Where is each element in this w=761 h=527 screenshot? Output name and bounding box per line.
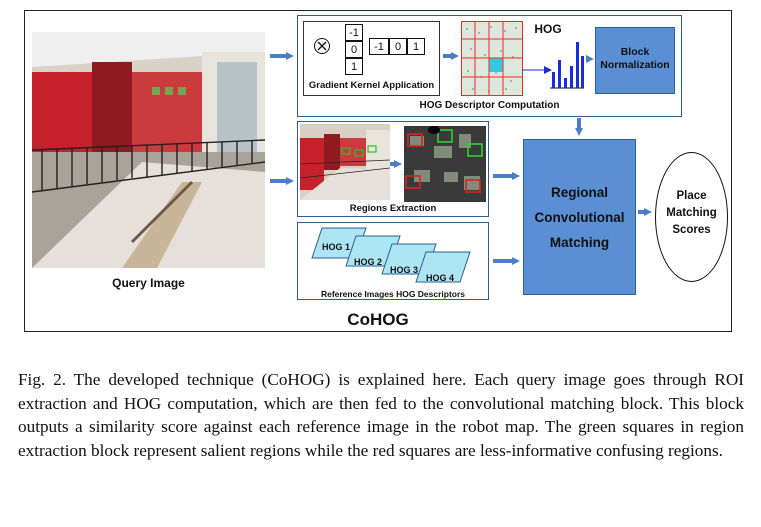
place-matching-ellipse: [655, 152, 728, 282]
reference-descriptors-label: Reference Images HOG Descriptors: [320, 289, 466, 299]
regional-matching-label: Regional Convolutional Matching: [534, 185, 625, 250]
kernel-v-2: 1: [345, 58, 363, 75]
hog-label: HOG: [534, 22, 562, 36]
hog-card-3: HOG 3: [390, 265, 419, 275]
hog-section-label: HOG Descriptor Computation: [419, 100, 560, 111]
regions-hog-thumb: [404, 126, 486, 202]
kernel-v-1: 0: [345, 41, 363, 58]
hog-grid-image: [461, 21, 523, 96]
kernel-v-0: -1: [345, 24, 363, 41]
query-image: [32, 32, 265, 268]
block-normalization-label: Block Normalization: [600, 46, 670, 71]
hog-cards-stack: [300, 226, 486, 288]
diagram-frame: [24, 10, 732, 332]
caption-text: Fig. 2. The developed technique (CoHOG) …: [18, 370, 744, 460]
hog-card-4: HOG 4: [426, 273, 455, 283]
kernel-h-1: 0: [389, 38, 407, 55]
connector-arrows: [270, 52, 652, 265]
gradient-kernel-box: [303, 21, 440, 96]
kernel-h-0: -1: [369, 38, 389, 55]
place-matching-label: Place Matching Scores: [666, 190, 717, 236]
query-image-label: Query Image: [112, 276, 185, 290]
kernel-h-2: 1: [407, 38, 425, 55]
gradient-kernel-label: Gradient Kernel Application: [308, 80, 435, 91]
block-normalization-block: [595, 27, 675, 94]
system-name-label: CoHOG: [347, 310, 409, 329]
figure-caption: Fig. 2. The developed technique (CoHOG) …: [18, 368, 744, 462]
hog-card-2: HOG 2: [354, 257, 383, 267]
regional-matching-block: [523, 139, 636, 295]
hog-histogram: [522, 30, 586, 92]
regions-extraction-label: Regions Extraction: [349, 203, 437, 214]
hog-card-1: HOG 1: [322, 242, 351, 252]
regions-query-thumb: [299, 124, 391, 200]
convolve-icon: [314, 38, 330, 54]
